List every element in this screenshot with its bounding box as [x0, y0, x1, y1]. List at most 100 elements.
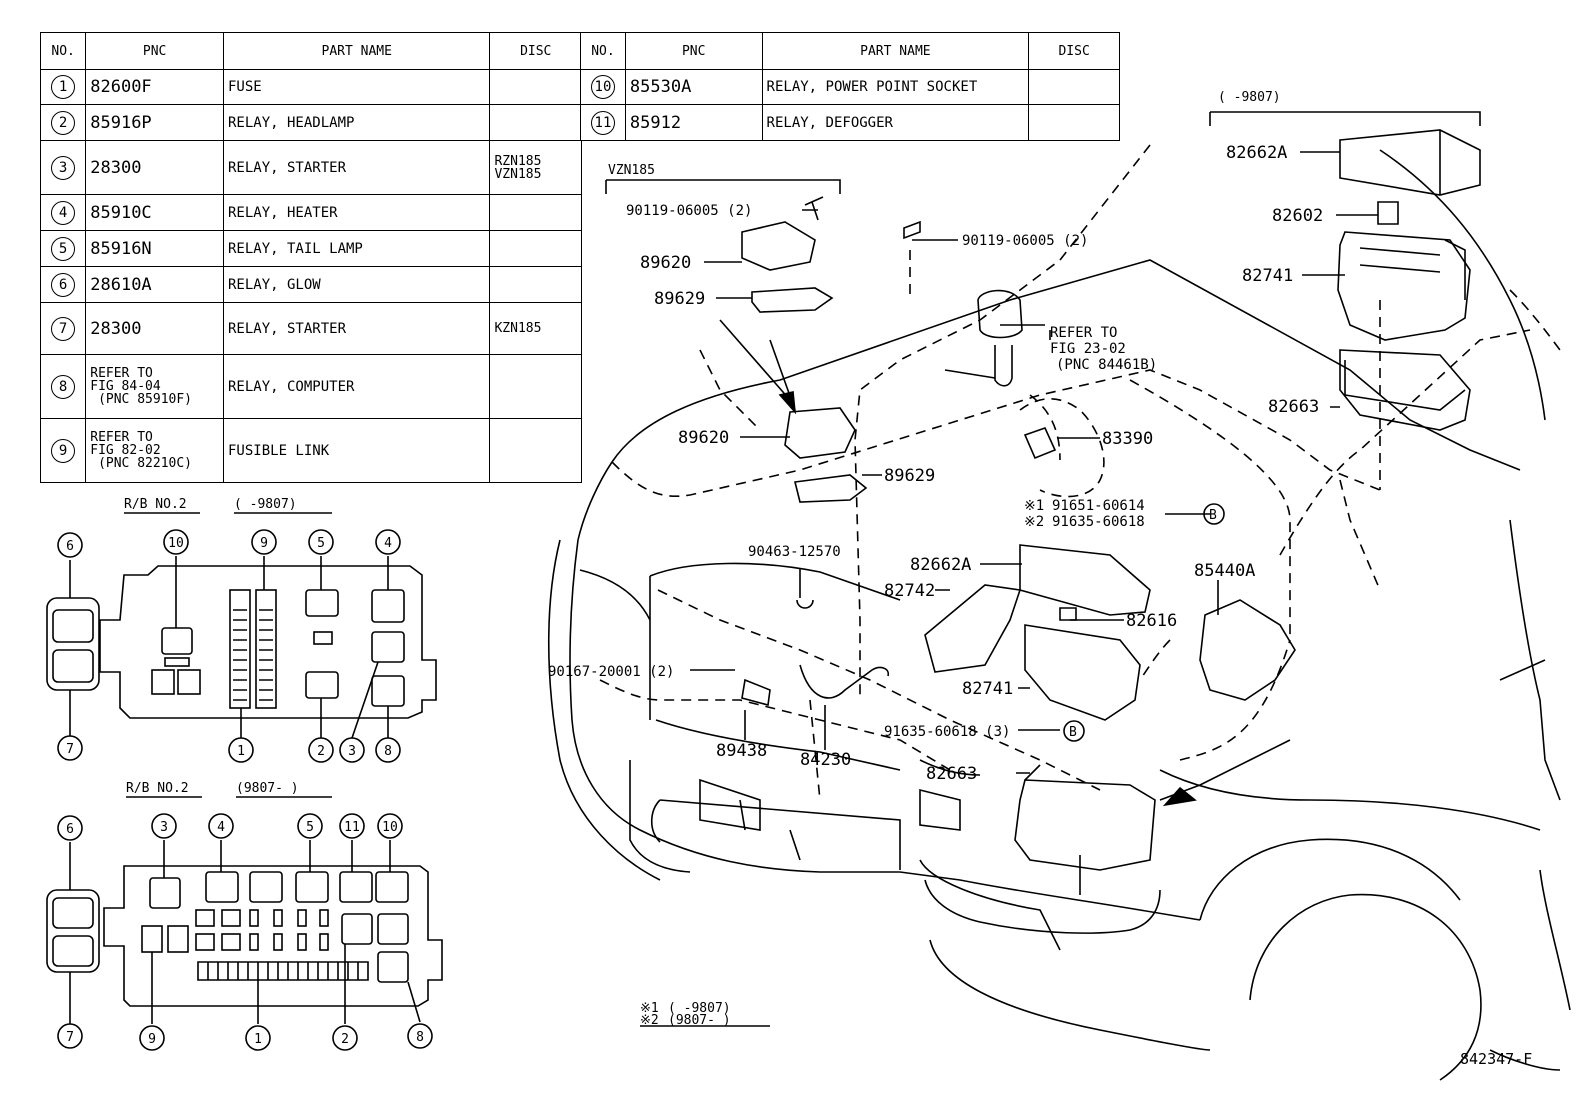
vzn185-bracket [605, 179, 841, 194]
rb1-callout-circle [375, 529, 401, 555]
label-91635-60618: 91635-60618 (3) [884, 724, 1010, 740]
label-range-top: ( -9807) [1218, 90, 1281, 105]
header-disc: DISC [1028, 32, 1120, 70]
table-row: 7 28300 RELAY, STARTER KZN185 [39, 302, 582, 355]
callout-b-bottom: B [1069, 725, 1077, 740]
part-name-cell: RELAY, HEATER [222, 194, 491, 231]
rb1-callout-circle [308, 737, 334, 763]
rb1-callout-number: 1 [237, 744, 245, 759]
footnote1-mark: ※1 [640, 1001, 659, 1016]
relay-block-diagram-late [46, 840, 443, 1024]
pnc-cell: 85912 [624, 104, 763, 141]
callout-b-circle-bottom [1063, 720, 1085, 742]
part-name-cell: RELAY, TAIL LAMP [222, 230, 491, 267]
hood-dashed-lines [599, 144, 1561, 801]
pnc-cell: REFER TO FIG 82-02 (PNC 82210C) [85, 418, 224, 483]
disc-cell [1028, 104, 1120, 141]
rb2-callout-number: 5 [306, 820, 314, 835]
table-row: 4 85910C RELAY, HEATER [39, 194, 582, 231]
item-number: 1 [51, 75, 76, 99]
callout-b-top: B [1209, 508, 1217, 523]
parts-table-right: NO. PNC PART NAME DISC 10 85530A RELAY, … [580, 32, 1120, 141]
note1-mark: ※1 [1024, 498, 1044, 514]
rb1-callout-circle [57, 532, 83, 558]
fuse-box-exploded-top [1209, 111, 1481, 431]
rb1-callout-circle [163, 529, 189, 555]
header-disc: DISC [489, 32, 582, 70]
rb1-title: R/B NO.2 [124, 497, 187, 512]
rb2-callout-circle [339, 813, 365, 839]
header-part-name: PART NAME [222, 32, 491, 70]
footnote1-range: ( -9807) [668, 1001, 731, 1016]
label-82602: 82602 [1272, 206, 1323, 226]
item-number: 8 [51, 374, 76, 399]
rb2-callout-number: 10 [382, 820, 398, 835]
rb2-callout-number: 3 [160, 820, 168, 835]
rb1-callout-circle [251, 529, 277, 555]
label-90119-06005-b: 90119-06005 (2) [962, 233, 1088, 249]
disc-cell [489, 418, 582, 483]
horn-and-switch [944, 289, 1057, 460]
part-name-cell: RELAY, DEFOGGER [761, 104, 1030, 141]
label-84230: 84230 [800, 750, 851, 770]
figure-number: 842347-F [1460, 1050, 1532, 1068]
rb1-callout-number: 3 [348, 744, 356, 759]
rb1-callout-circle [228, 737, 254, 763]
rb1-callout-circle [57, 735, 83, 761]
label-82662a-top: 82662A [1226, 143, 1287, 163]
disc-cell [489, 230, 582, 267]
label-vzn185: VZN185 [608, 163, 655, 178]
label-82616: 82616 [1126, 611, 1177, 631]
label-82662a: 82662A [910, 555, 971, 575]
label-82663: 82663 [926, 764, 977, 784]
part-name-cell: RELAY, GLOW [222, 266, 491, 303]
sensor-brackets-left [741, 196, 921, 707]
rb1-callout-number: 7 [66, 742, 74, 757]
rb1-callout-number: 9 [260, 536, 268, 551]
rb1-callout-number: 8 [384, 744, 392, 759]
rb2-callout-number: 6 [66, 822, 74, 837]
rb-title-underlines [124, 512, 332, 798]
rb2-callout-number: 4 [217, 820, 225, 835]
rb2-callout-circle [151, 813, 177, 839]
item-number: 9 [51, 438, 76, 463]
disc-cell [489, 194, 582, 231]
pnc-cell: 85910C [85, 194, 224, 231]
table-row: 10 85530A RELAY, POWER POINT SOCKET [580, 69, 1120, 105]
table-row: 3 28300 RELAY, STARTER RZN185 VZN185 [39, 140, 582, 195]
table-row: 2 85916P RELAY, HEADLAMP [39, 104, 582, 141]
note2-part: 91635-60618 [1052, 514, 1145, 530]
rb2-callout-circle [139, 1025, 165, 1051]
disc-cell [1028, 69, 1120, 105]
rb1-callout-number: 6 [66, 539, 74, 554]
header-no: NO. [580, 32, 626, 70]
item-number: 4 [51, 200, 76, 225]
rb2-callout-number: 2 [341, 1032, 349, 1047]
rb2-callout-circle [407, 1023, 433, 1049]
disc-cell: KZN185 [489, 302, 582, 355]
part-name-cell: RELAY, STARTER [222, 302, 491, 355]
part-name-cell: FUSE [222, 69, 491, 105]
rb1-callout-number: 2 [317, 744, 325, 759]
rb2-callout-circle [57, 1023, 83, 1049]
note1-part: 91651-60614 [1052, 498, 1145, 514]
table-row: 9 REFER TO FIG 82-02 (PNC 82210C) FUSIBL… [39, 418, 582, 483]
rb2-title: R/B NO.2 [126, 781, 189, 796]
part-name-cell: RELAY, COMPUTER [222, 354, 491, 419]
label-82741: 82741 [962, 679, 1013, 699]
label-89629-a: 89629 [654, 289, 705, 309]
label-82742: 82742 [884, 581, 935, 601]
arrow-head-right [1162, 786, 1197, 807]
rb2-callout-number: 1 [254, 1032, 262, 1047]
item-number: 11 [590, 110, 615, 135]
header-pnc: PNC [624, 32, 763, 70]
label-90167-20001: 90167-20001 (2) [548, 664, 674, 680]
item-number: 3 [51, 155, 76, 180]
table-row: 6 28610A RELAY, GLOW [39, 266, 582, 303]
rb1-callout-circle [339, 737, 365, 763]
item-number: 2 [51, 110, 76, 135]
label-89620-b: 89620 [678, 428, 729, 448]
